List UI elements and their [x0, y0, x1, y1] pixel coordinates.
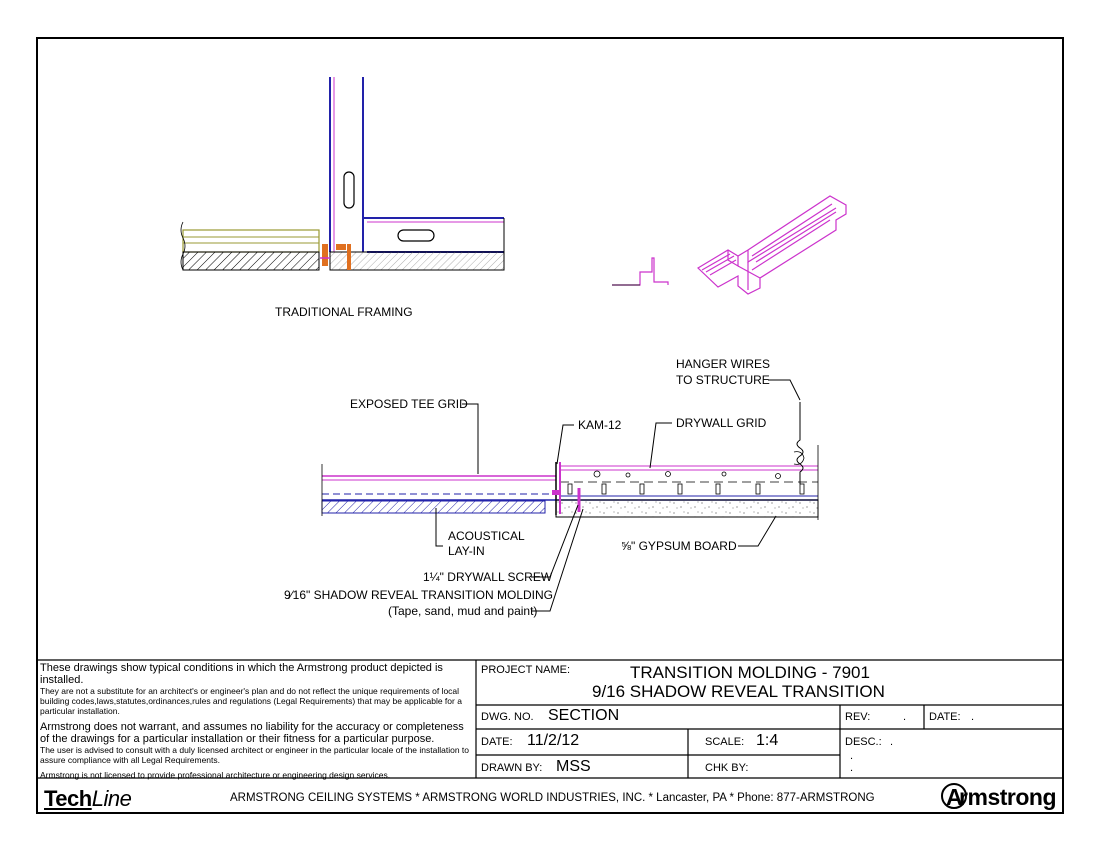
techline-light: Line: [91, 786, 132, 811]
disclaimer-p2-lead: Armstrong does not warrant, and assumes …: [40, 721, 464, 745]
label-drywall-grid: DRYWALL GRID: [676, 416, 767, 430]
armstrong-logo-initial: A: [941, 783, 968, 809]
techline-bold: Tech: [44, 786, 92, 811]
drawn-by-label: DRAWN BY:: [481, 762, 543, 774]
disclaimer-p1-rest: They are not a substitute for an archite…: [40, 686, 462, 716]
chk-by-label: CHK BY:: [705, 762, 749, 774]
date-label: DATE:: [481, 736, 513, 748]
desc-line-2: .: [850, 762, 854, 774]
dwg-no-value: SECTION: [548, 707, 620, 724]
techline-logo: TechLine: [44, 786, 132, 812]
project-name-line2: 9/16 SHADOW REVEAL TRANSITION: [592, 682, 885, 701]
disclaimer-p3: Armstrong is not licensed to provide pro…: [40, 770, 391, 780]
disclaimer-p1-lead: These drawings show typical conditions i…: [40, 662, 443, 686]
label-hanger-wires-1: HANGER WIRES: [676, 357, 771, 371]
section-detail: [321, 402, 819, 520]
rev-value: .: [903, 711, 907, 723]
project-name-line1: TRANSITION MOLDING - 7901: [630, 663, 870, 682]
label-drywall-screw: 1¼" DRYWALL SCREW: [423, 570, 553, 584]
armstrong-logo: Armstrong: [941, 783, 1056, 811]
scale-value: 1:4: [756, 732, 779, 749]
rev-label: REV:: [845, 711, 871, 723]
armstrong-logo-text: rmstrong: [959, 784, 1056, 810]
title-block-grid: [37, 659, 1063, 779]
label-traditional-framing: TRADITIONAL FRAMING: [275, 305, 413, 319]
project-name-label: PROJECT NAME:: [481, 664, 571, 676]
label-acoustical-1: ACOUSTICAL: [448, 529, 525, 543]
label-kam12: KAM-12: [578, 418, 622, 432]
desc-line-1: .: [850, 750, 854, 762]
traditional-framing-detail: [180, 77, 505, 271]
label-tape-sand: (Tape, sand, mud and paint): [388, 604, 538, 618]
leader-lines: [435, 379, 801, 612]
label-shadow-reveal: 9⁄16" SHADOW REVEAL TRANSITION MOLDING: [284, 588, 553, 602]
disclaimer-p2-rest: The user is advised to consult with a du…: [40, 745, 470, 765]
footer-company-text: ARMSTRONG CEILING SYSTEMS * ARMSTRONG WO…: [230, 792, 875, 804]
molding-profile: [612, 257, 669, 286]
molding-isometric: [697, 195, 847, 295]
scale-label: SCALE:: [705, 736, 745, 748]
label-gypsum-board: ⅝" GYPSUM BOARD: [621, 539, 737, 553]
drawing-frame: [36, 37, 1064, 814]
desc-label: DESC.:: [845, 736, 882, 748]
desc-value: .: [890, 736, 894, 748]
disclaimer-block: These drawings show typical conditions i…: [40, 662, 472, 780]
label-exposed-tee-grid: EXPOSED TEE GRID: [350, 397, 468, 411]
drawn-by-value: MSS: [556, 758, 591, 775]
date-right-label: DATE:: [929, 711, 961, 723]
date-value: 11/2/12: [527, 732, 580, 749]
dwg-no-label: DWG. NO.: [481, 711, 534, 723]
label-hanger-wires-2: TO STRUCTURE: [676, 373, 770, 387]
footer: TechLine ARMSTRONG CEILING SYSTEMS * ARM…: [38, 782, 1062, 812]
label-acoustical-2: LAY-IN: [448, 544, 485, 558]
date-right-value: .: [971, 711, 975, 723]
